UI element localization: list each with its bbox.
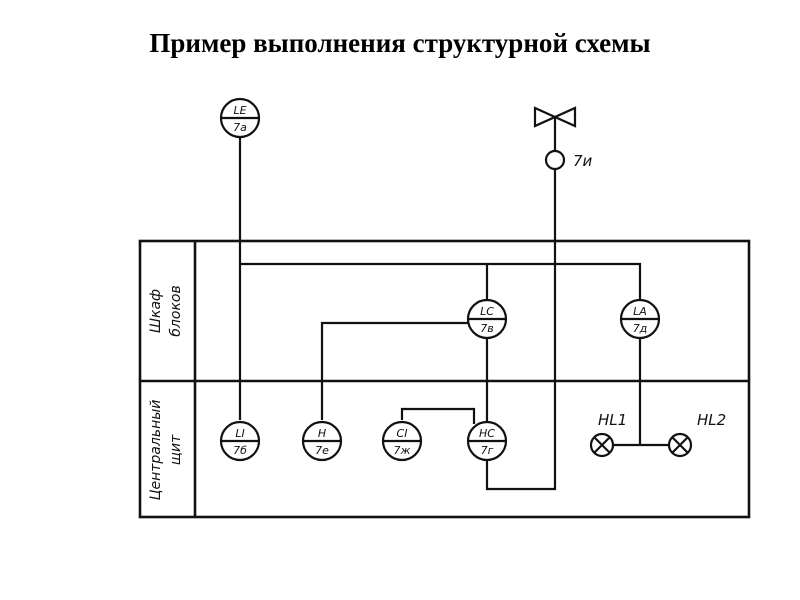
- upper-panel-label-line2: блоков: [168, 285, 184, 336]
- valve-label: 7и: [573, 152, 593, 170]
- instrument-code: LA: [633, 305, 647, 318]
- line-hc-valve: [485, 170, 557, 491]
- instrument-code: HC: [479, 427, 495, 440]
- line-h-lc: [320, 321, 469, 420]
- lamp-hl2: HL2: [667, 411, 726, 458]
- lamp-hl2-label: HL2: [697, 411, 726, 429]
- connections: [238, 137, 668, 491]
- lamp-hl1: HL1: [589, 411, 627, 458]
- instrument-code: LI: [235, 427, 244, 440]
- instrument-position: 7б: [233, 444, 247, 457]
- instrument-lc: LC 7в: [466, 298, 508, 340]
- instrument-position: 7а: [233, 121, 247, 134]
- diagram-title: Пример выполнения структурной схемы: [149, 28, 651, 58]
- lamp-hl2-cross-b: [671, 436, 689, 454]
- instrument-position: 7д: [633, 322, 648, 335]
- instrument-code: LE: [233, 104, 246, 117]
- valve-7i: 7и: [533, 106, 593, 171]
- instrument-position: 7в: [480, 322, 493, 335]
- line-ci-hc: [400, 407, 476, 424]
- instrument-code: H: [318, 427, 326, 440]
- instrument-position: 7ж: [394, 444, 411, 457]
- line-upper-bus: [240, 262, 642, 300]
- lamp-hl1-label: HL1: [598, 411, 627, 429]
- lower-panel-label-line2: щит: [168, 434, 184, 465]
- instrument-ci: CI 7ж: [381, 420, 423, 462]
- lamp-hl1-cross-b: [593, 436, 611, 454]
- panel-labels: Шкаф блоков Центральный щит: [148, 285, 184, 500]
- instrument-li: LI 7б: [219, 420, 261, 462]
- instrument-code: LC: [480, 305, 494, 318]
- valve-actuator-circle: [544, 149, 566, 171]
- outer-frame: [138, 239, 751, 519]
- instrument-la: LA 7д: [619, 298, 661, 340]
- instrument-code: CI: [397, 427, 408, 440]
- valve-icon: [533, 106, 577, 128]
- lower-panel-label-line1: Центральный: [148, 400, 164, 501]
- instrument-hc: HC 7г: [466, 420, 508, 462]
- instrument-position: 7г: [481, 444, 494, 457]
- panel-frame: [138, 239, 751, 519]
- instrument-le: LE 7а: [219, 97, 261, 139]
- instrument-h: H 7е: [301, 420, 343, 462]
- instrument-position: 7е: [315, 444, 329, 457]
- upper-panel-label-line1: Шкаф: [148, 289, 164, 333]
